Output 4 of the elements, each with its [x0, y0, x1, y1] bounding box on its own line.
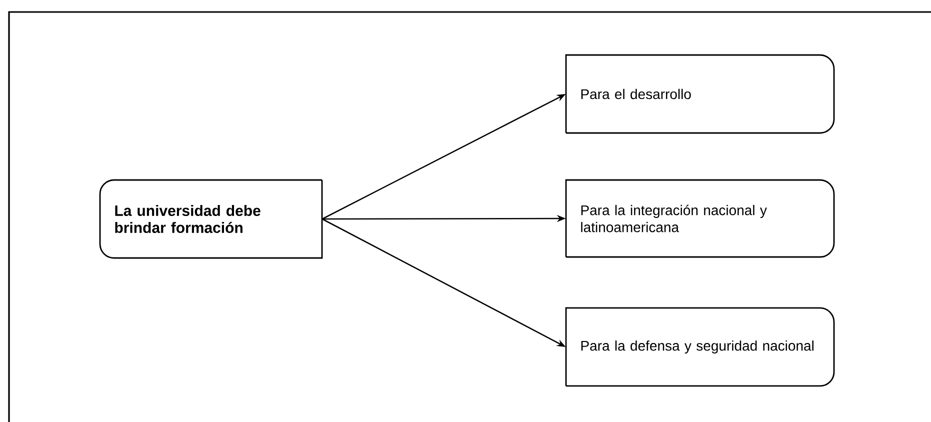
text-box: La universidad debe brindar formación — [99, 179, 323, 259]
text-box: Para el desarrollo — [565, 54, 835, 134]
text-box: Para la defensa y seguridad nacional — [565, 307, 835, 387]
text-box: Para la integración nacional y latinoamericana — [565, 179, 835, 258]
